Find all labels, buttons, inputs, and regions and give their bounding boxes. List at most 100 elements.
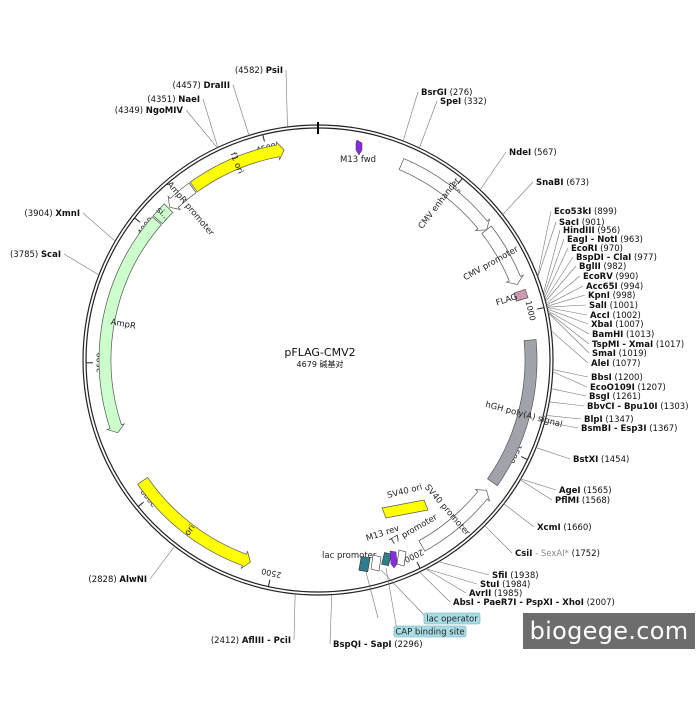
site-label: SalI (1001) [589, 301, 638, 311]
site-name: KpnI [588, 291, 610, 301]
site-leader-line [548, 313, 589, 353]
restriction-site: XcmI (1660) [504, 504, 592, 533]
site-leader-line [233, 85, 249, 135]
site-position: (1568) [579, 496, 610, 506]
site-position: (1019) [616, 349, 647, 359]
restriction-site: BbvCI - Bpu10I (1303) [549, 402, 688, 412]
site-position: (332) [461, 97, 487, 107]
site-position: (1013) [623, 330, 654, 340]
site-label: (4351) NaeI [147, 95, 200, 105]
sv40-ori-box [382, 500, 428, 518]
site-leader-line [547, 295, 585, 306]
site-position: (1007) [613, 320, 644, 330]
site-label: AbsI - PaeR7I - PspXI - XhoI (2007) [453, 598, 615, 608]
site-leader-line [551, 389, 586, 396]
restriction-site: (2412) AflIII - PciI [211, 594, 295, 646]
site-extra-name: - SexAI* [532, 549, 569, 559]
tick-mark [537, 308, 544, 310]
site-name: Eco53kI [554, 207, 591, 217]
tick-mark [268, 580, 269, 587]
site-leader-line [403, 92, 418, 141]
site-label: BamHI (1013) [592, 330, 654, 340]
site-name: BsmBI - Esp3I [581, 424, 647, 434]
restriction-site: (3785) ScaI [10, 250, 99, 275]
site-name: SmaI [592, 349, 616, 359]
site-label: PflMI (1568) [555, 496, 610, 506]
cap-site-marker [382, 552, 392, 565]
site-position: (2296) [392, 640, 423, 650]
site-leader-line [64, 254, 99, 275]
restriction-site: BsmBI - Esp3I (1367) [545, 422, 678, 434]
site-name: BspQI - SapI [333, 640, 392, 650]
site-position: (1261) [610, 392, 641, 402]
site-leader-line [286, 70, 287, 127]
site-name: NdeI [509, 148, 531, 158]
site-leader-line [426, 569, 477, 584]
restriction-site: SfiI (1938) [439, 562, 539, 581]
site-name: BsgI [589, 392, 610, 402]
tick-mark [417, 562, 420, 568]
site-label: BbsI (1200) [591, 373, 643, 383]
site-position: (3785) [10, 250, 41, 260]
site-leader-line [186, 110, 217, 148]
m13-fwd-feature: M13 fwd [340, 140, 376, 165]
restriction-site: (4457) DraIII [173, 81, 249, 135]
site-label: BsgI (1261) [589, 392, 641, 402]
site-position: (1200) [612, 373, 643, 383]
m13-fwd-marker [356, 140, 362, 155]
site-label: (4349) NgoMIV [115, 106, 184, 116]
site-name: BstXI [573, 455, 598, 465]
site-name: ScaI [41, 250, 61, 260]
site-leader-line [545, 248, 568, 298]
site-position: (2007) [584, 598, 615, 608]
site-label: Eco53kI (899) [554, 207, 617, 217]
site-label: BglII (982) [579, 262, 626, 272]
site-position: (998) [610, 291, 636, 301]
plasmid-name: pFLAG-CMV2 [284, 346, 355, 359]
restriction-site: BspQI - SapI (2296) [330, 595, 423, 650]
site-label: XcmI (1660) [537, 523, 592, 533]
site-position: (1001) [607, 301, 638, 311]
site-leader-line [546, 266, 576, 301]
site-label: AleI (1077) [591, 359, 640, 369]
site-leader-line [330, 595, 332, 644]
site-leader-line [536, 448, 570, 459]
tick-mark [521, 457, 527, 460]
site-label: (4582) PsiI [235, 66, 283, 76]
site-label: BstXI (1454) [573, 455, 629, 465]
feature-label-ampr: AmpR [110, 317, 137, 331]
restriction-site: BbsI (1200) [553, 370, 643, 383]
site-position: (567) [531, 148, 557, 158]
site-label: AgeI (1565) [559, 486, 612, 496]
site-leader-line [83, 213, 115, 241]
site-leader-line [521, 479, 556, 490]
tick-label: 2500 [260, 566, 282, 579]
restriction-site: (3904) XmnI [24, 209, 115, 241]
site-leader-line [543, 230, 560, 293]
site-position: (1367) [647, 424, 678, 434]
site-label: (3904) XmnI [24, 209, 80, 219]
site-position: (1752) [569, 549, 600, 559]
site-label: XbaI (1007) [591, 320, 644, 330]
m13-fwd-label: M13 fwd [340, 155, 376, 165]
site-position: (1454) [598, 455, 629, 465]
site-position: (4457) [173, 81, 204, 91]
site-position: (4351) [147, 95, 178, 105]
lac-promoter-leader [366, 572, 378, 618]
site-name: XcmI [537, 523, 561, 533]
site-name: DraIII [204, 81, 230, 91]
tick-label: 1000 [524, 300, 537, 322]
restriction-site: SpeI (332) [419, 97, 486, 148]
site-name: NaeI [178, 95, 200, 105]
lac-operator-marker [371, 555, 381, 571]
site-label: SnaBI (673) [536, 178, 589, 188]
tick-label: 2000 [403, 547, 425, 564]
site-label: (2412) AflIII - PciI [211, 636, 291, 646]
site-leader-line [150, 546, 175, 579]
tick-mark [138, 502, 143, 506]
site-position: (990) [613, 272, 639, 282]
restriction-site: BsrGI (276) [403, 88, 472, 141]
site-leader-line [419, 572, 450, 602]
